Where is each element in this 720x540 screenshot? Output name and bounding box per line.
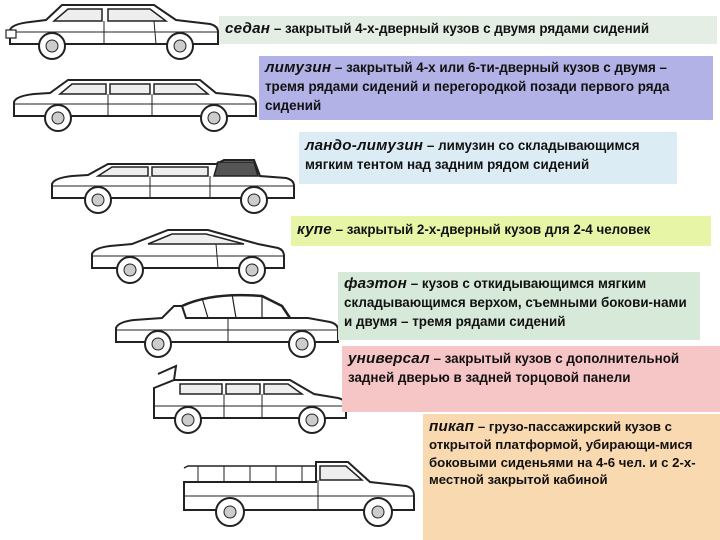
- station-wagon-description: – закрытый кузов с дополнительной задней…: [348, 351, 680, 385]
- station-wagon-car-icon: [150, 360, 350, 438]
- coupe-label-box: купе – закрытый 2-х-дверный кузов для 2-…: [291, 216, 711, 246]
- pickup-term: пикап: [429, 418, 475, 435]
- phaeton-car-icon: [112, 282, 342, 360]
- pickup-label-box: пикап – грузо-пассажирский кузов с откры…: [423, 414, 720, 540]
- landau-limousine-label-box: ландо-лимузин – лимузин со складывающимс…: [299, 132, 677, 184]
- pickup-description: – грузо-пассажирский кузов с открытой пл…: [429, 419, 696, 488]
- sedan-term: седан: [225, 20, 271, 37]
- landau-limousine-car-icon: [48, 142, 298, 218]
- limousine-car-icon: [10, 66, 260, 134]
- limousine-term: лимузин: [265, 59, 332, 76]
- landau-limousine-term: ландо-лимузин: [305, 137, 424, 154]
- sedan-label-box: седан – закрытый 4-х-дверный кузов с дву…: [219, 16, 717, 44]
- sedan-car-icon: [4, 0, 224, 62]
- station-wagon-label-box: универсал – закрытый кузов с дополнитель…: [342, 346, 720, 412]
- limousine-description: – закрытый 4-х или 6-ти-дверный кузов с …: [265, 60, 670, 113]
- sedan-description: – закрытый 4-х-дверный кузов с двумя ряд…: [270, 21, 650, 36]
- station-wagon-term: универсал: [348, 350, 430, 367]
- coupe-description: – закрытый 2-х-дверный кузов для 2-4 чел…: [331, 222, 651, 237]
- landau-limousine-description: – лимузин со складывающимся мягким тенто…: [305, 138, 640, 172]
- phaeton-term: фаэтон: [344, 275, 408, 292]
- pickup-car-icon: [180, 440, 420, 530]
- coupe-term: купе: [297, 221, 332, 238]
- coupe-car-icon: [88, 214, 288, 286]
- limousine-label-box: лимузин – закрытый 4-х или 6-ти-дверный …: [259, 56, 713, 120]
- phaeton-label-box: фаэтон – кузов с откидывающимся мягким с…: [338, 272, 700, 340]
- phaeton-description: – кузов с откидывающимся мягким складыва…: [344, 276, 687, 329]
